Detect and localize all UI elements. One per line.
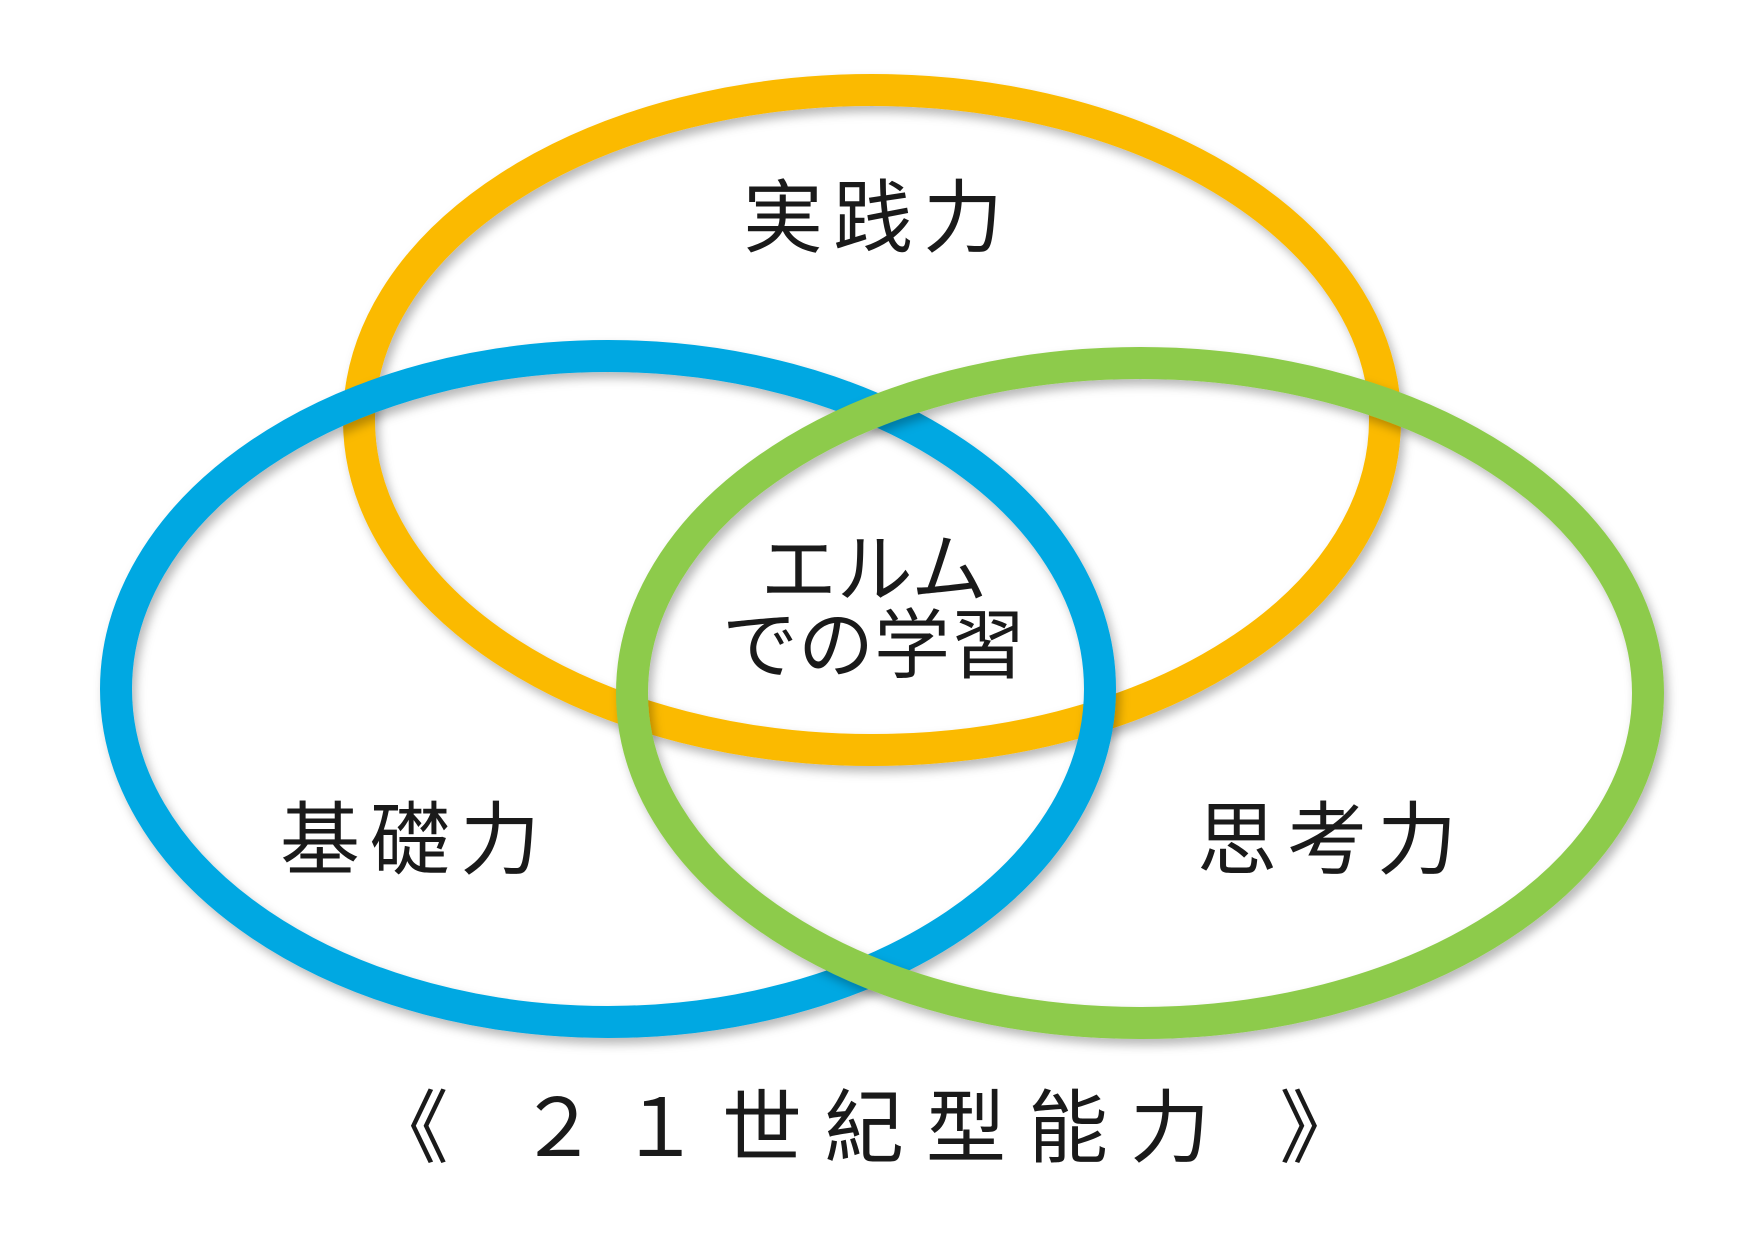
center-label-line1: エルム [761,525,987,614]
center-label-line2: での学習 [722,601,1026,690]
label-practice: 実践力 [743,172,1013,265]
label-thinking: 思考力 [1197,794,1467,887]
diagram-caption: 《 ２１世紀型能力 》 [369,1082,1382,1175]
label-basic: 基礎力 [280,794,550,887]
ring-basic [100,340,1116,1038]
ring-thinking [616,347,1664,1039]
